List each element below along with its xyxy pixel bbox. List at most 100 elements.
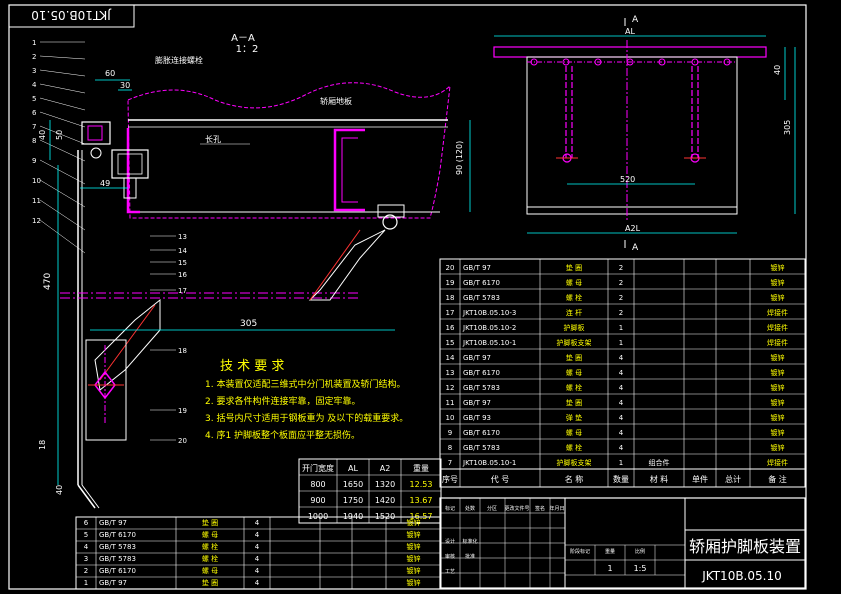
bom-cell: JKT10B.05.10-1	[462, 339, 516, 347]
dim-305: 305	[240, 319, 257, 329]
tb-label: 批准	[465, 553, 475, 560]
bom-header-cell: 总计	[725, 474, 741, 484]
bom-cell: 垫 圈	[202, 578, 218, 587]
part-number-10: 10	[32, 177, 41, 185]
drawing-number-stamp: JKT10B.05.10	[31, 8, 111, 22]
bom-cell: 护脚板支架	[557, 338, 592, 347]
bom-cell: 10	[446, 414, 455, 422]
bom-cell: 垫 圈	[566, 263, 582, 272]
lower-bracket	[85, 339, 127, 441]
size-table-cell: 1320	[375, 480, 395, 489]
part-leader-12	[39, 219, 86, 254]
bom-cell: 镀锌	[771, 263, 785, 272]
bom-cell: 4	[619, 399, 624, 407]
left-bracket	[126, 128, 140, 214]
part-leader-6	[39, 111, 86, 128]
part-number-20: 20	[178, 437, 187, 445]
bom-cell: 15	[446, 339, 455, 347]
part-number-3: 3	[32, 67, 36, 75]
dim-470: 470	[43, 273, 53, 290]
bom-cell: 19	[446, 279, 455, 287]
bom-cell: 4	[255, 531, 260, 539]
bom-header-cell: 单件	[692, 474, 708, 484]
bom-cell: 2	[84, 567, 88, 575]
bom-cell: 8	[448, 444, 452, 452]
bom-cell: 镀锌	[771, 383, 785, 392]
bom-cell: GB/T 97	[99, 579, 127, 587]
bom-header-cell: 名 称	[565, 474, 584, 484]
bom-cell: 1	[619, 339, 623, 347]
bom-cell: 4	[619, 414, 624, 422]
size-table: 开门宽度8009001000AL165017501940A21320142015…	[298, 458, 442, 524]
bom-cell: 螺 栓	[566, 293, 582, 302]
part-number-17: 17	[178, 287, 187, 295]
sheet-frame	[8, 4, 807, 590]
bom-cell: 4	[255, 567, 260, 575]
bom-cell: 4	[255, 579, 260, 587]
note-item-1: 1. 本装置仅适配三维式中分门机装置及轿门结构。	[205, 378, 405, 390]
bom-cell: 螺 栓	[566, 383, 582, 392]
bom-cell: 焊接件	[767, 323, 788, 332]
bom-cell: 13	[446, 369, 455, 377]
part-number-4: 4	[32, 81, 37, 89]
bom-cell: 7	[448, 459, 452, 467]
size-table-cell: 1750	[343, 496, 363, 505]
size-table-cell: 13.67	[410, 496, 433, 505]
tb-label: 签名	[535, 505, 545, 512]
tb-label: 分区	[487, 505, 497, 512]
bom-cell: 9	[448, 429, 452, 437]
bom-cell: GB/T 5783	[463, 294, 500, 302]
bom-cell: JKT10B.05.10-2	[462, 324, 516, 332]
notes-title: 技 术 要 求	[220, 359, 284, 374]
size-table-header: 开门宽度	[302, 463, 334, 473]
bom-cell: 镀锌	[771, 293, 785, 302]
dim-305r: 305	[783, 120, 792, 135]
bom-cell: 组合件	[649, 458, 670, 467]
brace-red-line-2	[99, 304, 156, 381]
dim-A2L: A2L	[625, 224, 641, 233]
bom-cell: 4	[619, 354, 624, 362]
part-number-6: 6	[32, 109, 37, 117]
part-leader-4	[39, 83, 86, 94]
bom-cell: 螺 母	[566, 368, 582, 377]
part-leader-9	[39, 159, 86, 185]
tb-label: 重量	[605, 548, 615, 555]
bom-cell: 焊接件	[767, 308, 788, 317]
bom-cell: GB/T 6170	[463, 369, 500, 377]
view-top-bar	[493, 46, 767, 58]
tb-label: 设计	[445, 538, 455, 545]
part-number-1: 1	[32, 39, 36, 47]
bom-cell: 镀锌	[407, 542, 421, 551]
dim-520: 520	[620, 175, 635, 184]
part-number-18: 18	[178, 347, 187, 355]
dim-18: 18	[38, 440, 47, 450]
title-block: 轿厢护脚板装置JKT10B.05.101:51标记处数分区更改文件号签名年月日设…	[439, 497, 806, 589]
bom-cell: 螺 母	[566, 278, 582, 287]
bom-cell: 1	[619, 324, 623, 332]
section-label: A－A	[231, 33, 255, 44]
tb-label: 处数	[465, 505, 475, 512]
bom-cell: GB/T 97	[463, 399, 491, 407]
dim-40: 40	[38, 130, 47, 140]
brace-bolt	[382, 214, 398, 230]
hole-label: 长孔	[205, 134, 221, 144]
dim-50: 50	[55, 130, 64, 140]
stamp-box	[8, 4, 135, 28]
size-table-cell: 800	[310, 480, 325, 489]
size-table-header: 重量	[413, 463, 429, 473]
part-number-8: 8	[32, 137, 36, 145]
dim-floor-h-text: 90 (120)	[455, 141, 464, 175]
bom-cell: GB/T 6170	[463, 279, 500, 287]
bom-cell: 12	[446, 384, 455, 392]
bom-cell: GB/T 6170	[463, 429, 500, 437]
bom-cell: 4	[255, 519, 260, 527]
size-table-header: A2	[380, 464, 391, 473]
bom-cell: GB/T 93	[463, 414, 491, 422]
bom-cell: 螺 母	[202, 566, 218, 575]
bom-cell: GB/T 97	[463, 264, 491, 272]
